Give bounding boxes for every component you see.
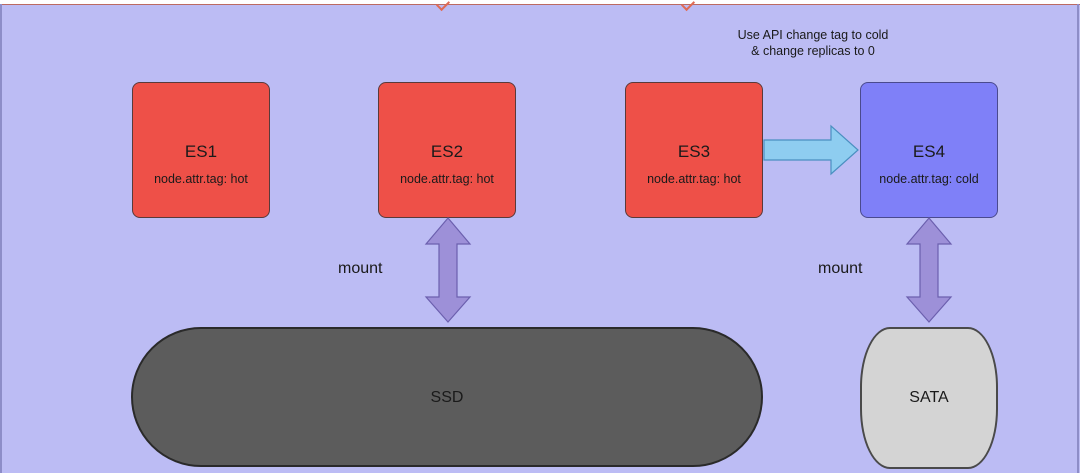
- ssd-disk: SSD: [131, 327, 763, 467]
- node-name: ES2: [430, 142, 464, 161]
- node-name: ES3: [677, 142, 711, 161]
- node-tag: node.attr.tag: cold: [879, 172, 979, 186]
- node-tag: node.attr.tag: hot: [647, 172, 741, 186]
- node-es4: ES4 node.attr.tag: cold: [860, 82, 998, 218]
- transition-arrow: [763, 124, 859, 176]
- frame-left-border: [0, 4, 2, 473]
- node-es3: ES3 node.attr.tag: hot: [625, 82, 763, 218]
- mount-arrow-ssd: [424, 217, 472, 323]
- node-tag: node.attr.tag: hot: [154, 172, 248, 186]
- transition-note-line-1: Use API change tag to cold: [737, 28, 889, 42]
- node-es2: ES2 node.attr.tag: hot: [378, 82, 516, 218]
- frame-right-border: [1077, 4, 1079, 473]
- node-tag: node.attr.tag: hot: [400, 172, 494, 186]
- node-name: ES4: [912, 142, 946, 161]
- transition-note-line-2: & change replicas to 0: [751, 44, 875, 58]
- transition-note: Use API change tag to cold & change repl…: [700, 27, 926, 59]
- mount-label-sata: mount: [818, 260, 863, 277]
- sata-disk: SATA: [860, 327, 998, 469]
- node-es1: ES1 node.attr.tag: hot: [132, 82, 270, 218]
- mount-label-ssd: mount: [338, 260, 383, 277]
- ssd-label: SSD: [430, 389, 464, 406]
- top-divider-line: [0, 4, 1080, 5]
- node-name: ES1: [184, 142, 218, 161]
- sata-label: SATA: [909, 389, 949, 406]
- top-strip: [0, 0, 1080, 4]
- mount-arrow-sata: [905, 217, 953, 323]
